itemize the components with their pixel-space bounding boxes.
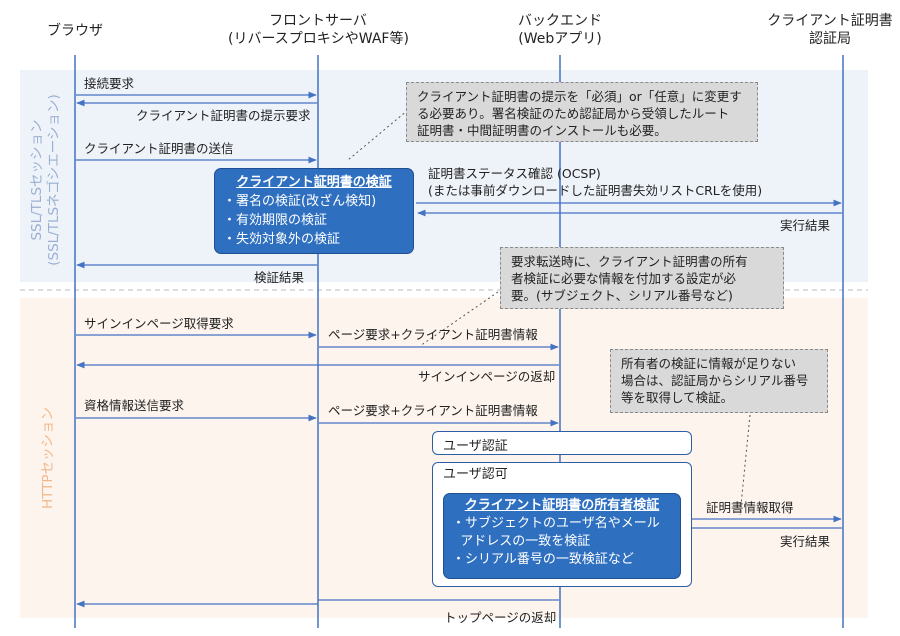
msg-ocsp-line2: (または事前ダウンロードした証明書失効リストCRLを使用) (428, 183, 763, 198)
note-line: 要。(サブジェクト、シリアル番号など) (511, 288, 733, 303)
front-subtitle: (リバースプロキシやWAF等) (228, 31, 409, 47)
note3-connector (739, 414, 751, 516)
note-line: 証明書・中間証明書のインストールも必要。 (417, 123, 667, 138)
note2-connector (419, 291, 499, 347)
msg-cert-send: クライアント証明書の送信 (84, 141, 234, 156)
owner-verify-box: クライアント証明書の所有者検証 ・サブジェクトのユーザ名やメール アドレスの一致… (443, 493, 681, 579)
lifeline-header-front: フロントサーバ (リバースプロキシやWAF等) (228, 12, 409, 48)
ca-subtitle: 認証局 (809, 31, 851, 47)
lifeline-header-ca: クライアント証明書 認証局 (760, 12, 900, 48)
msg-page-req1: ページ要求+クライアント証明書情報 (328, 327, 538, 342)
cert-verify-item: ・有効期限の検証 (223, 213, 328, 228)
msg-cred-send: 資格情報送信要求 (84, 398, 185, 413)
msg-ocsp-line1: 証明書ステータス確認 (OCSP) (428, 166, 601, 181)
cert-verify-box: クライアント証明書の検証 ・署名の検証(改ざん検知) ・有効期限の検証 ・失効対… (214, 168, 414, 254)
owner-verify-item: アドレスの一致を検証 (452, 534, 591, 549)
owner-verify-item: ・シリアル番号の一致検証など (452, 552, 634, 567)
owner-verify-title: クライアント証明書の所有者検証 (464, 498, 660, 513)
note-line: 所有者の検証に情報が足りない (621, 356, 797, 371)
http-session-label: HTTPセッション (40, 406, 56, 510)
note-line: クライアント証明書の提示を「必須」or「任意」に変更す (417, 89, 742, 104)
note-line: る必要あり。署名検証のため認証局から受領したルート (417, 106, 730, 121)
msg-page-req2: ページ要求+クライアント証明書情報 (328, 403, 538, 418)
lifeline-header-browser: ブラウザ (47, 23, 103, 39)
msg-signin-return: サインインページの返却 (418, 369, 556, 384)
owner-verify-item: ・サブジェクトのユーザ名やメール (452, 516, 660, 531)
msg-exec-result1: 実行結果 (780, 218, 831, 233)
user-auth-label: ユーザ認証 (443, 439, 508, 454)
note-line: 場合は、認証局からシリアル番号 (621, 373, 809, 388)
msg-connect: 接続要求 (84, 76, 135, 91)
msg-exec-result2: 実行結果 (780, 534, 831, 549)
user-authz-label: ユーザ認可 (443, 467, 508, 482)
cert-verify-title: クライアント証明書の検証 (236, 175, 392, 190)
msg-cert-info-get: 証明書情報取得 (706, 500, 794, 515)
msg-signin-get: サインインページ取得要求 (84, 316, 234, 331)
http-session-label-wrap: HTTPセッション (20, 300, 72, 615)
backend-title: バックエンド (518, 13, 602, 29)
msg-verify-result: 検証結果 (254, 270, 305, 285)
cert-verify-item: ・失効対象外の検証 (223, 232, 341, 247)
note-line: 者検証に必要な情報を付加する設定が必 (511, 271, 737, 286)
lifeline-header-backend: バックエンド (Webアプリ) (490, 12, 630, 48)
ssl-session-label: SSL/TLSセッション (SSL/TLSネゴシエーション) (29, 94, 62, 266)
note-line: 要求転送時に、クライアント証明書の所有 (511, 254, 748, 269)
note1-connector (347, 109, 409, 161)
note-owner-info: 所有者の検証に情報が足りない 場合は、認証局からシリアル番号 等を取得して検証。 (610, 349, 828, 413)
note-forward-settings: 要求転送時に、クライアント証明書の所有 者検証に必要な情報を付加する設定が必 要… (500, 247, 784, 309)
note-line: 等を取得して検証。 (621, 390, 734, 405)
msg-top-return: トップページの返却 (444, 610, 557, 625)
user-auth-box: ユーザ認証 (432, 431, 692, 455)
ca-title: クライアント証明書 (767, 13, 893, 29)
cert-verify-item: ・署名の検証(改ざん検知) (223, 194, 377, 209)
msg-cert-present-req: クライアント証明書の提示要求 (136, 108, 311, 123)
ssl-session-label-wrap: SSL/TLSセッション (SSL/TLSネゴシエーション) (20, 80, 72, 280)
note-cert-required: クライアント証明書の提示を「必須」or「任意」に変更す る必要あり。署名検証のた… (406, 82, 758, 142)
backend-subtitle: (Webアプリ) (518, 31, 602, 47)
front-title: フロントサーバ (269, 13, 367, 29)
